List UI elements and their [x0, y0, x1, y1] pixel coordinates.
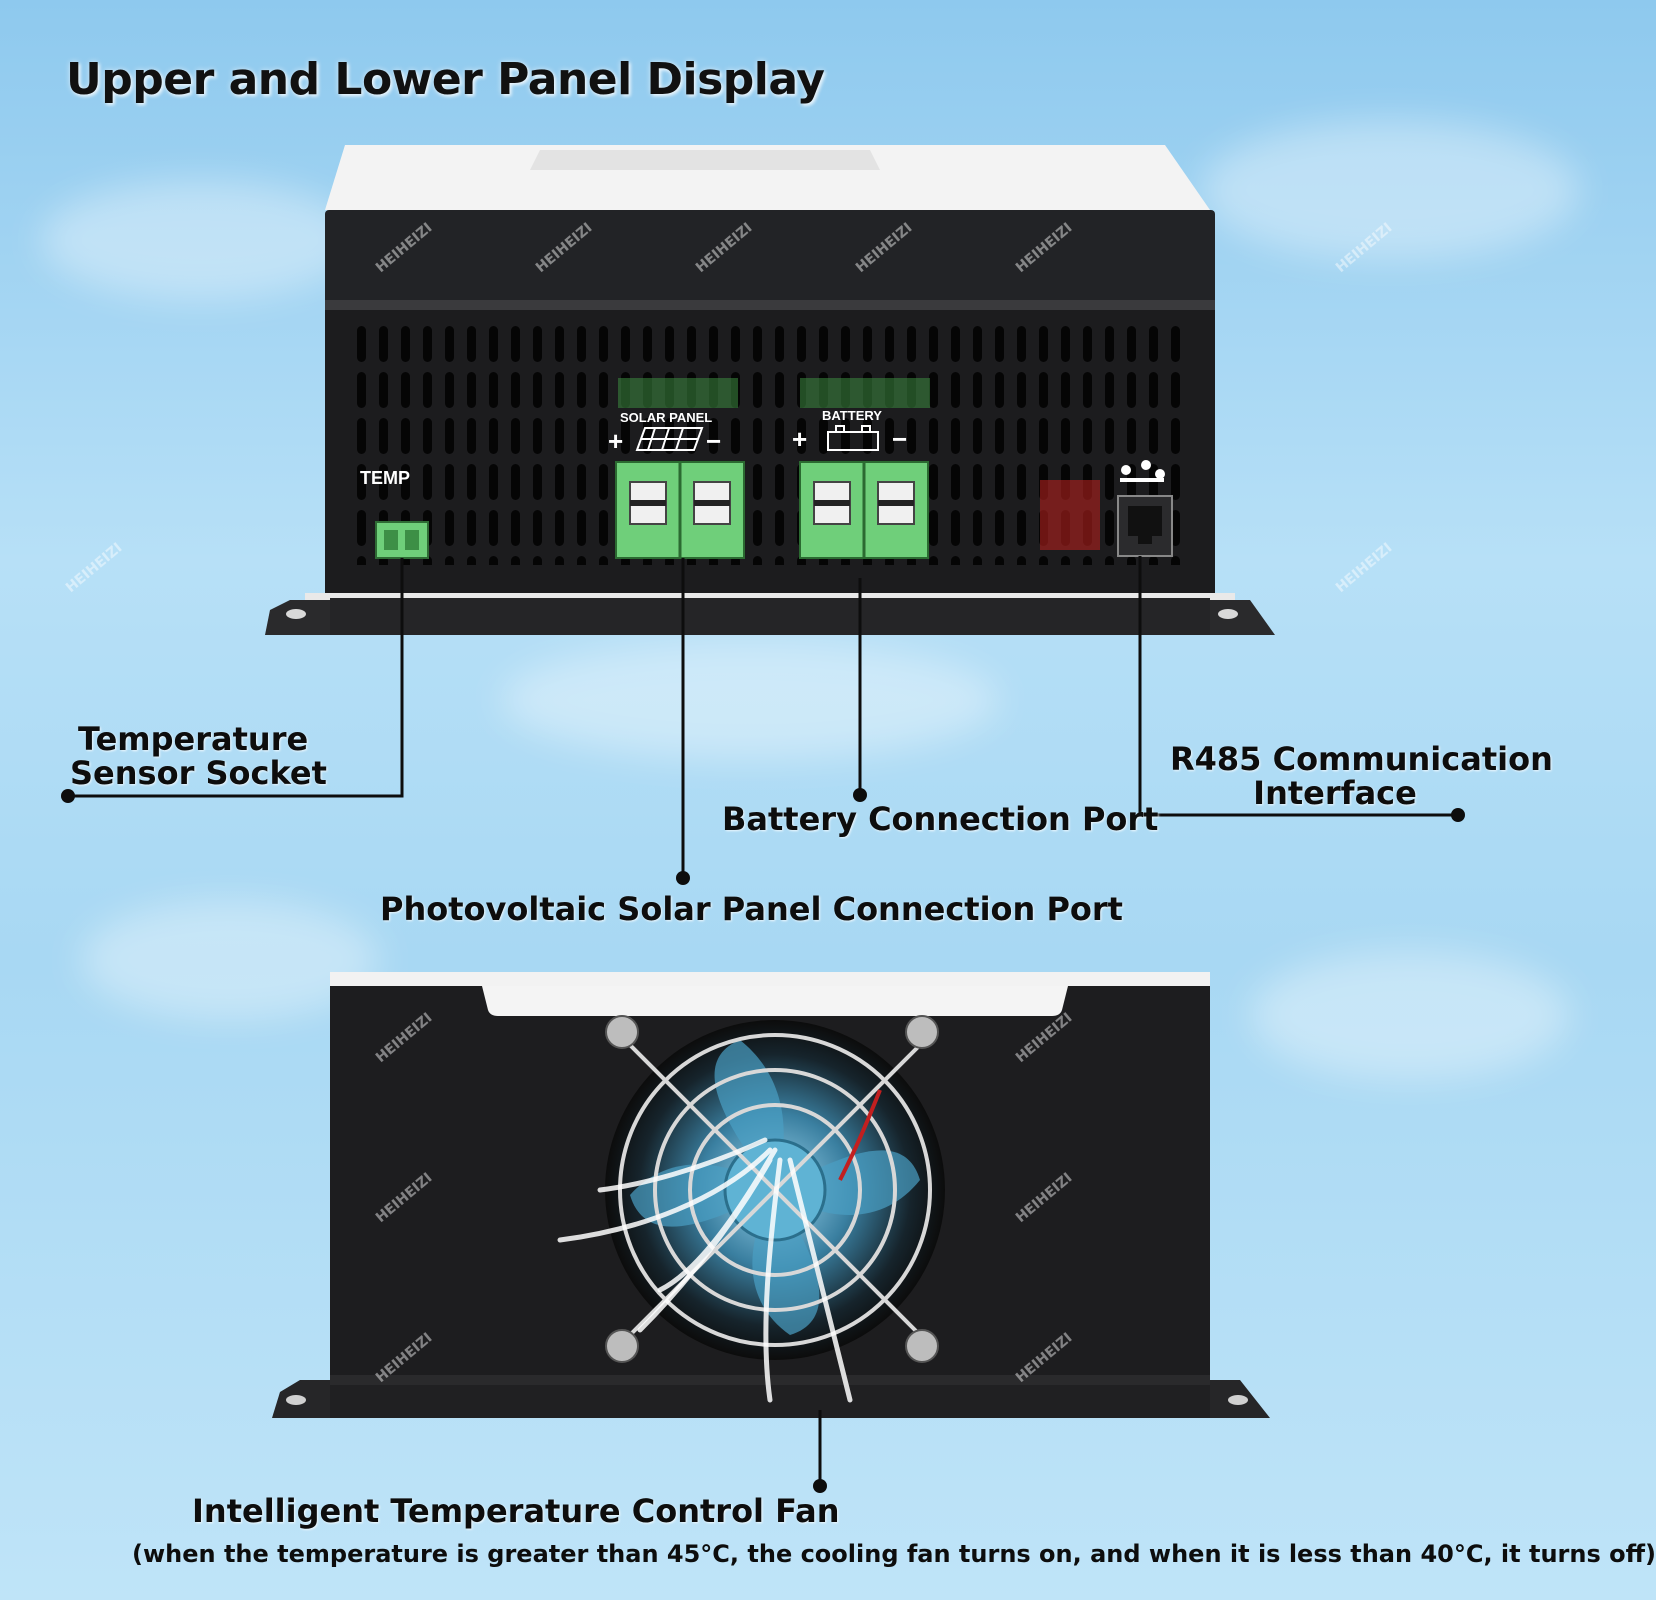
cloud [500, 640, 1000, 760]
temp-sensor-callout: Temperature Sensor Socket [70, 722, 327, 790]
rs485-port[interactable] [1117, 495, 1173, 557]
battery-label: BATTERY [822, 408, 882, 423]
rs485-callout-line2: Interface [1253, 774, 1417, 812]
battery-minus-sign: − [892, 424, 907, 454]
device-illustration: TEMP SOLAR PANEL BATTERY + − + − [61, 145, 1465, 1493]
mount-bracket-right [1210, 600, 1275, 635]
fan-callout: Intelligent Temperature Control Fan [192, 1492, 840, 1530]
solar-port-callout: Photovoltaic Solar Panel Connection Port [380, 890, 1123, 928]
battery-port-callout: Battery Connection Port [722, 800, 1159, 838]
battery-terminal-block[interactable] [799, 461, 929, 559]
temp-sensor-callout-line2: Sensor Socket [70, 754, 327, 792]
battery-plus-sign: + [792, 424, 807, 454]
cooling-fan [557, 1015, 945, 1403]
callout-lines [68, 556, 1458, 1486]
callout-dots [61, 788, 1465, 1493]
cloud [1200, 120, 1580, 260]
rs485-callout-line1: R485 Communication [1170, 740, 1553, 778]
lower-device [272, 972, 1270, 1418]
upper-device: TEMP SOLAR PANEL BATTERY + − + − [265, 145, 1275, 635]
cloud [1250, 950, 1570, 1080]
temperature-sensor-socket[interactable] [375, 521, 429, 559]
fan-note: (when the temperature is greater than 45… [132, 1540, 1656, 1568]
page-title: Upper and Lower Panel Display [66, 54, 825, 105]
solar-panel-label: SOLAR PANEL [620, 410, 712, 425]
battery-icon [827, 425, 879, 451]
network-icon [1120, 460, 1165, 482]
solar-plus-sign: + [608, 426, 623, 456]
cloud [40, 180, 360, 300]
solar-panel-icon [635, 427, 704, 451]
device-front-band [325, 210, 1215, 305]
device-bottom-cover-tab [482, 986, 1068, 1016]
rs485-callout: R485 Communication Interface [1170, 740, 1553, 812]
solar-minus-sign: − [706, 426, 721, 456]
solar-terminal-block[interactable] [615, 461, 745, 559]
temp-sensor-callout-line1: Temperature [78, 720, 309, 758]
temp-port-label: TEMP [360, 468, 410, 488]
